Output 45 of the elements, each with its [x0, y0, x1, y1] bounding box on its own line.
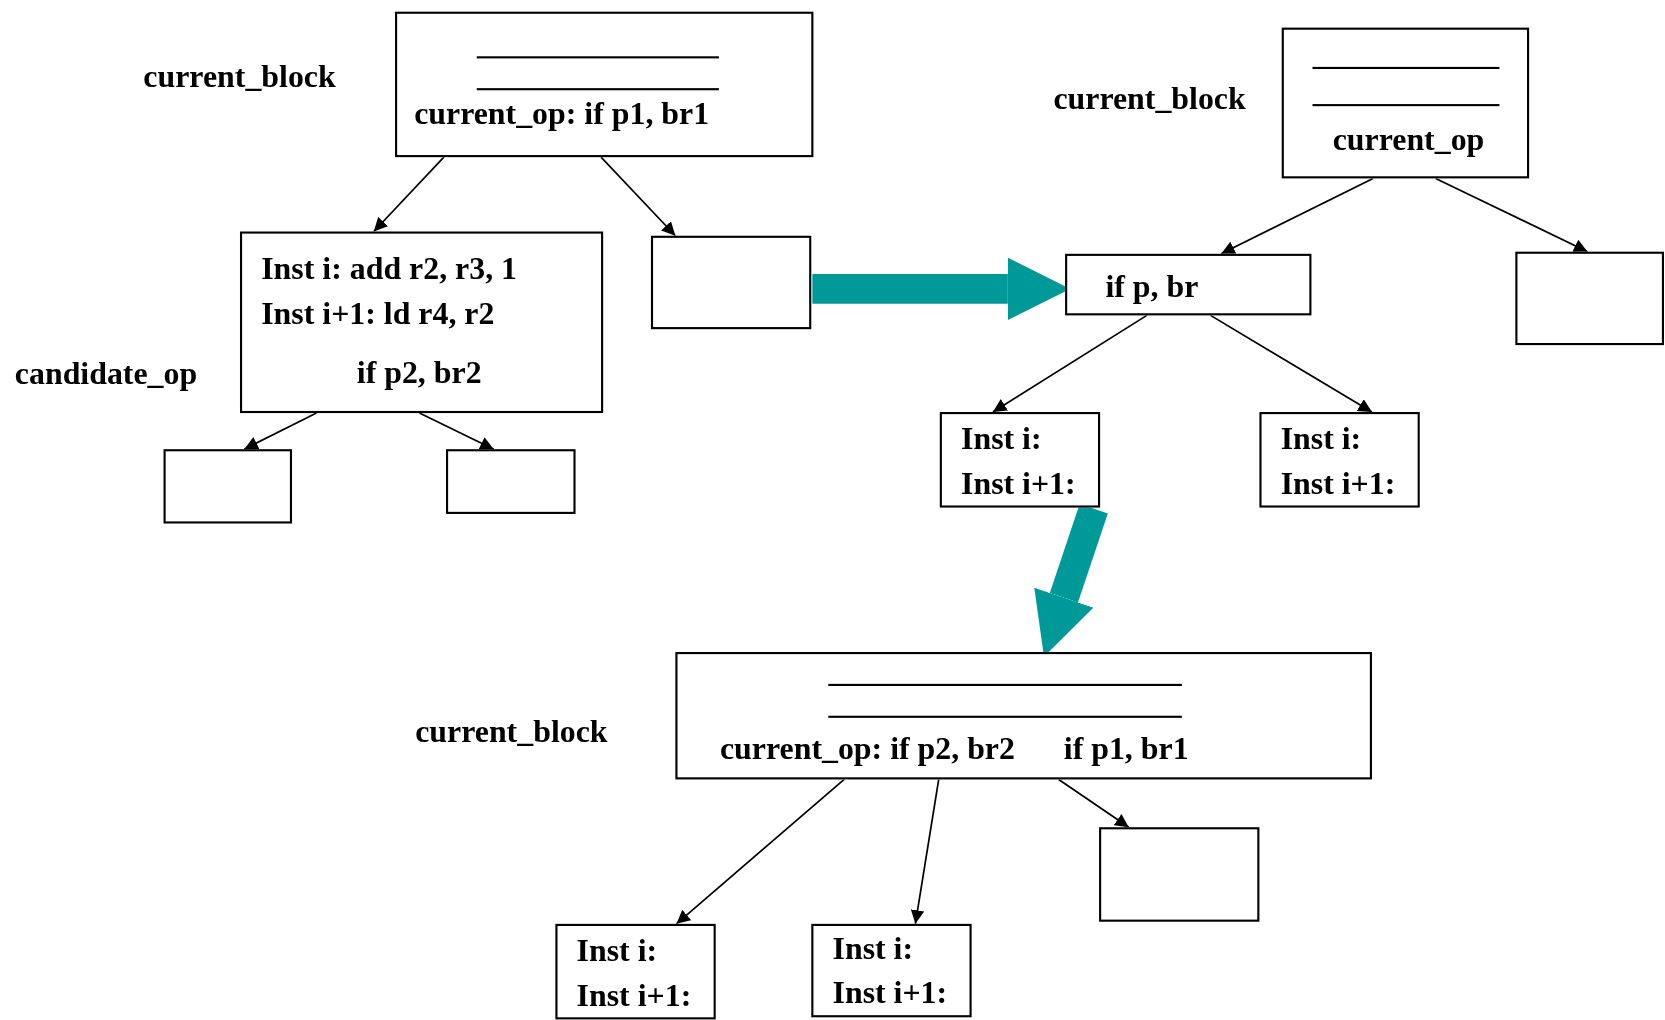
arrow — [992, 314, 1148, 413]
block-box — [1259, 412, 1420, 508]
instruction-text: Inst i: add r2, r3, 1 — [261, 249, 517, 288]
block-box — [675, 652, 1372, 780]
empty-box — [446, 449, 576, 514]
arrow — [675, 778, 846, 925]
instruction-text: Inst i+1: — [961, 464, 1076, 503]
block-box — [939, 412, 1101, 508]
block-box — [240, 231, 604, 414]
instruction-text: Inst i: — [1280, 419, 1362, 458]
instruction-text: Inst i+1: — [576, 975, 692, 1014]
block-box — [1065, 253, 1312, 316]
block-box — [1281, 27, 1530, 179]
instruction-text: if p2, br2 — [356, 353, 482, 392]
arrow — [1434, 177, 1589, 253]
block-box — [555, 923, 716, 1020]
arrow — [372, 156, 445, 233]
instruction-text: Inst i+1: ld r4, r2 — [261, 294, 495, 333]
empty-box — [163, 449, 292, 524]
instruction-text: Inst i+1: — [832, 973, 948, 1012]
arrow — [243, 412, 318, 451]
empty-box — [1515, 251, 1664, 346]
instruction-text: Inst i: — [832, 929, 914, 968]
instruction-text: if p1, br1 — [1063, 729, 1189, 768]
arrow — [1220, 177, 1374, 255]
arrow — [910, 778, 940, 925]
instruction-text: Inst i: — [576, 931, 658, 970]
instruction-text: if p, br — [1105, 267, 1199, 306]
empty-box — [1099, 827, 1260, 922]
arrow — [1209, 314, 1373, 413]
block-label: current_block — [143, 58, 336, 95]
instruction-text: Inst i+1: — [1280, 464, 1396, 503]
block-label: candidate_op — [14, 355, 198, 392]
arrow — [600, 156, 677, 237]
block-label: current_block — [415, 713, 608, 750]
instruction-text: current_op — [1332, 120, 1485, 159]
arrow — [1057, 778, 1130, 829]
empty-box — [650, 235, 812, 330]
instruction-text: Inst i: — [961, 419, 1042, 458]
instruction-text: current_op: if p1, br1 — [414, 94, 710, 133]
block-label: current_block — [1053, 80, 1246, 117]
arrow — [418, 412, 495, 451]
block-box — [395, 11, 814, 158]
block-box — [811, 923, 972, 1018]
instruction-text: current_op: if p2, br2 — [719, 729, 1015, 768]
